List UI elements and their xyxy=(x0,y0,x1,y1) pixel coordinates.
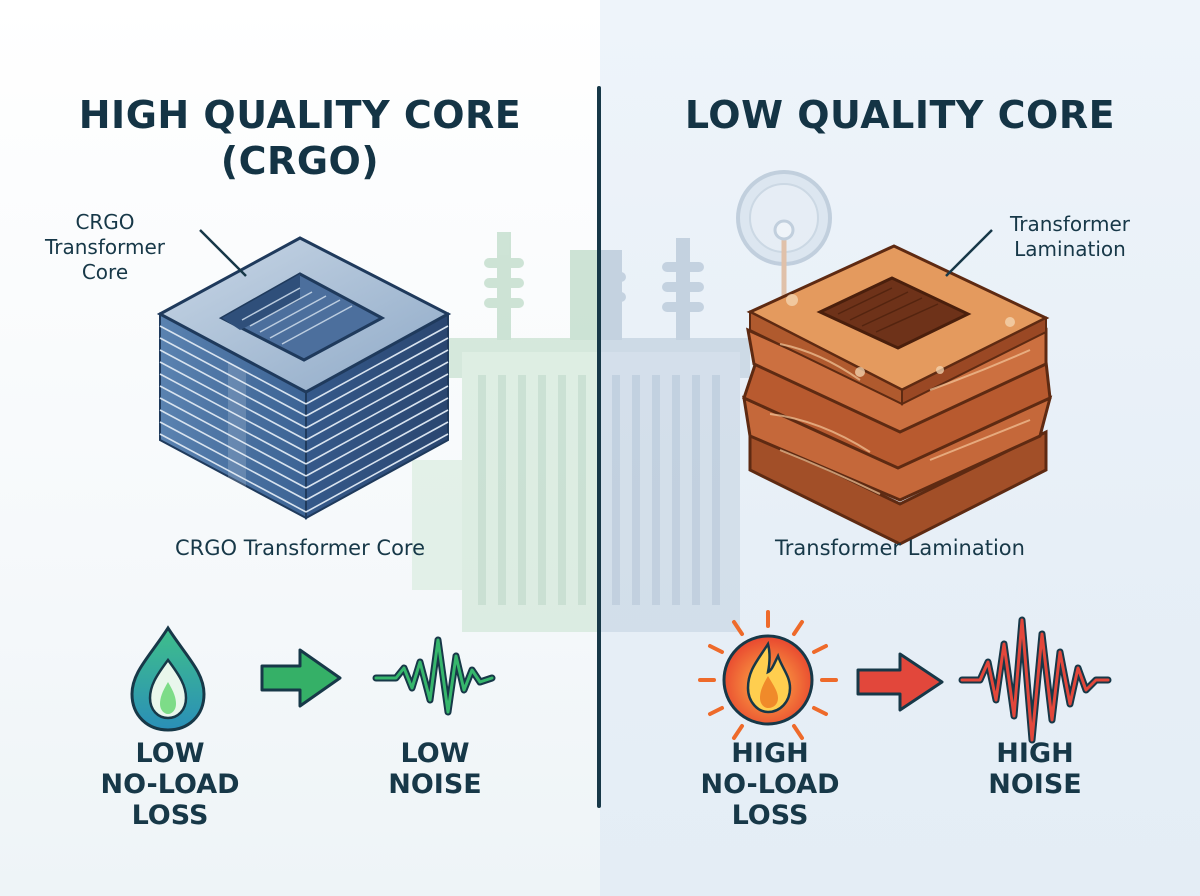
transformer-green-half xyxy=(412,232,600,632)
metric-line: LOSS xyxy=(131,800,209,831)
crgo-core-caption: CRGO Transformer Core xyxy=(174,536,426,560)
callout-line: Core xyxy=(81,260,129,284)
callout-line: Transformer xyxy=(44,235,165,259)
metric-line: NO-LOAD xyxy=(700,769,840,800)
metric-line: HIGH xyxy=(996,738,1074,769)
callout-line: Lamination xyxy=(1014,237,1126,261)
metric-line: LOW xyxy=(135,738,205,769)
red-burning-flame-icon xyxy=(698,610,838,740)
callout-line: Transformer xyxy=(1009,212,1130,236)
crgo-core-illustration xyxy=(156,229,452,520)
low-noise-label: LOW NOISE xyxy=(350,738,520,800)
lamination-stack-illustration xyxy=(742,229,1053,546)
green-arrow-icon xyxy=(260,648,342,708)
metric-line: HIGH xyxy=(731,738,809,769)
panel-divider xyxy=(597,86,601,808)
right-panel-title: LOW QUALITY CORE xyxy=(684,93,1116,137)
metric-line: LOW xyxy=(400,738,470,769)
crgo-core-callout: CRGO Transformer Core xyxy=(30,210,180,285)
callout-line: CRGO xyxy=(75,210,135,234)
left-panel-subtitle: (CRGO) xyxy=(220,139,380,183)
high-no-load-loss-label: HIGH NO-LOAD LOSS xyxy=(660,738,880,831)
low-no-load-loss-label: LOW NO-LOAD LOSS xyxy=(70,738,270,831)
low-amplitude-wave-icon xyxy=(372,636,496,716)
transformer-blue-half xyxy=(600,170,832,632)
high-amplitude-wave-icon xyxy=(958,616,1112,744)
left-panel-title: HIGH QUALITY CORE xyxy=(78,93,522,137)
green-flame-droplet-icon xyxy=(130,625,206,732)
background-transformer xyxy=(412,170,832,632)
lamination-callout: Transformer Lamination xyxy=(985,212,1155,262)
metric-line: NOISE xyxy=(388,769,482,800)
high-noise-label: HIGH NOISE xyxy=(950,738,1120,800)
lamination-caption: Transformer Lamination xyxy=(775,536,1025,560)
metric-line: NO-LOAD xyxy=(100,769,240,800)
red-arrow-icon xyxy=(856,652,944,712)
metric-line: NOISE xyxy=(988,769,1082,800)
metric-line: LOSS xyxy=(731,800,809,831)
